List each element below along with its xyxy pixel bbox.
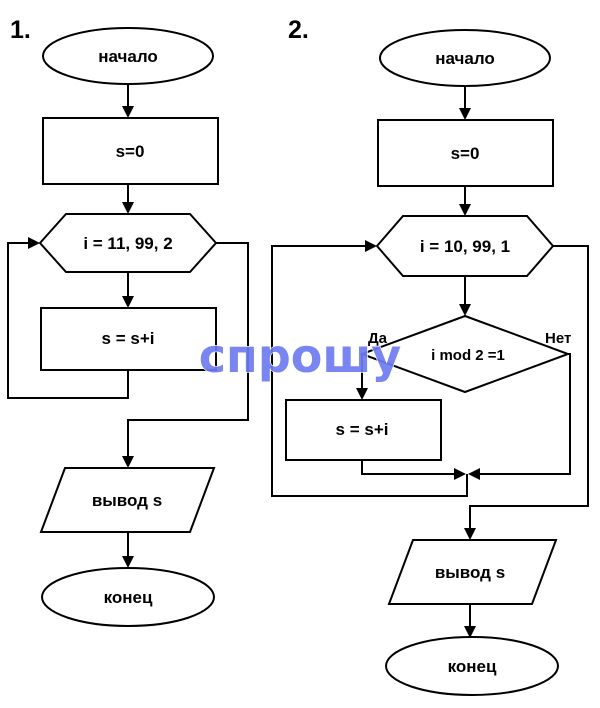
flowchart-1-loop-label: i = 11, 99, 2 <box>83 234 172 253</box>
flowchart-1-arrowhead <box>122 106 134 118</box>
flowchart-2-condition-label: i mod 2 =1 <box>431 347 505 364</box>
flowchart-2-end-label: конец <box>448 657 497 676</box>
flowchart-2-arrowhead <box>459 304 471 316</box>
flowchart-1-end-oval <box>41 567 215 627</box>
flowchart-2-yes-label: Да <box>368 330 388 347</box>
flowchart-2-arrowhead <box>464 528 476 540</box>
flowchart-2-init-label: s=0 <box>451 144 480 163</box>
flowchart-1-init-box <box>42 117 219 185</box>
flowchart-2-exit-line <box>469 245 589 530</box>
flowchart-1-body-box <box>40 307 217 371</box>
flowchart-2-arrowhead <box>459 108 471 120</box>
flowchart-1-arrowhead <box>28 237 40 249</box>
flowchart-1-start-label: начало <box>98 47 158 66</box>
flowchart-2-start-label: начало <box>435 49 495 68</box>
flowchart-2-no-line <box>478 353 571 475</box>
flowchart-2-output-parallelogram <box>387 539 558 605</box>
flowchart-2-body-out-line <box>361 460 456 475</box>
flowchart-1-output-label: вывод s <box>92 491 162 510</box>
flowchart-2-number: 2. <box>288 16 309 44</box>
flowchart-1-exit-line <box>127 242 249 458</box>
flowchart-2-output-label: вывод s <box>435 563 505 582</box>
flowchart-2-body-label: s = s+i <box>336 420 389 439</box>
flowchart-1-output-parallelogram <box>39 467 216 533</box>
flowchart-2-body-box <box>285 399 442 461</box>
flowchart-1-loop-back-line <box>7 242 129 399</box>
flowchart-1-end-label: конец <box>104 588 153 607</box>
flowchart-1-arrowhead <box>122 556 134 568</box>
flowchart-2-condition-diamond <box>359 314 571 394</box>
watermark-text: спрошу <box>199 329 401 383</box>
flowchart-2-arrowhead <box>365 240 377 252</box>
flowchart-1-number: 1. <box>10 16 31 44</box>
flowchart-2-init-box <box>377 119 554 187</box>
flowchart-1-arrowhead <box>122 202 134 214</box>
flowchart-1: 1. начало s=0 i = 11, 99, 2 s = s+i выво… <box>7 16 249 627</box>
flowchart-2-end-oval <box>385 636 559 696</box>
flowchart-2-arrowhead <box>356 388 368 400</box>
flowchart-2-loop-label: i = 10, 99, 1 <box>420 237 510 256</box>
flowchart-2-arrowhead <box>464 626 476 638</box>
flowchart-1-init-label: s=0 <box>116 142 145 161</box>
flowchart-1-body-label: s = s+i <box>102 329 155 348</box>
flowchart-2-arrowhead <box>459 204 471 216</box>
flowchart-2-arrowhead <box>454 468 466 480</box>
flowchart-2-arrowhead <box>468 468 480 480</box>
flowchart-1-arrowhead <box>122 456 134 468</box>
flowchart-2-no-label: Нет <box>545 330 571 347</box>
flowchart-2: 2. начало s=0 i = 10, 99, 1 i mod 2 =1 Д… <box>271 16 589 696</box>
flowchart-1-arrowhead <box>122 296 134 308</box>
flowchart-2-loop-back-line <box>271 245 468 497</box>
